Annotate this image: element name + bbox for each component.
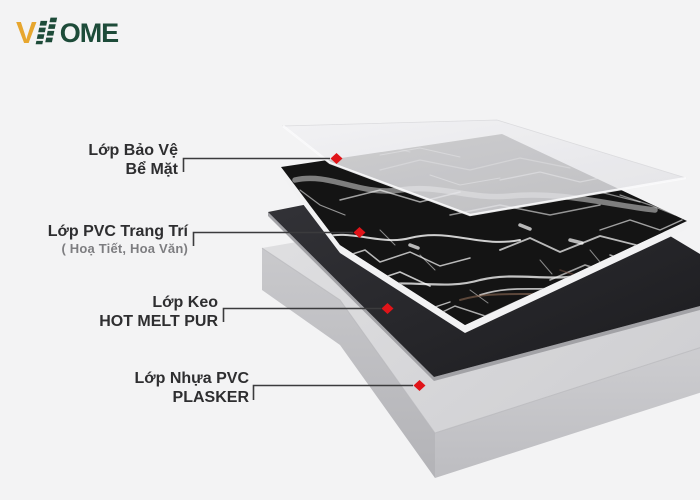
base-top-edge-line <box>261 247 700 434</box>
label-glue-layer: Lớp Keo HOT MELT PUR <box>99 293 218 331</box>
leader-line-protective <box>182 157 330 172</box>
layer-marker-core <box>413 380 426 391</box>
label-protective-line2: Bể Mặt <box>125 161 178 179</box>
leader-line-glue <box>222 307 381 322</box>
label-protective-layer: Lớp Bảo Vệ Bể Mặt <box>88 141 178 179</box>
leader-line-core <box>252 384 413 400</box>
label-decor-line2: ( Hoạ Tiết, Hoa Văn) <box>61 241 188 257</box>
label-protective-line1: Lớp Bảo Vệ <box>88 142 178 159</box>
layer-marker-decor <box>353 227 366 238</box>
logo-letter-v: V <box>16 14 37 50</box>
layer-marker-protective <box>330 153 343 164</box>
vhome-logo: V OME <box>16 14 120 50</box>
layer-markers <box>330 153 426 391</box>
leader-lines <box>182 157 413 400</box>
base-front-left-face <box>262 248 435 478</box>
label-core-line2: PLASKER <box>172 389 249 407</box>
base-front-right-face <box>435 347 700 478</box>
leader-line-decor <box>192 231 353 246</box>
glue-bottom-edge <box>268 212 700 381</box>
vhome-logo-h-icon <box>35 17 57 45</box>
label-decor-line1: Lớp PVC Trang Trí <box>47 223 188 240</box>
label-glue-line2: HOT MELT PUR <box>99 313 218 331</box>
layer-marker-glue <box>381 303 394 314</box>
label-glue-line1: Lớp Keo <box>152 294 218 311</box>
label-core-layer: Lớp Nhựa PVC PLASKER <box>134 369 249 407</box>
label-decor-layer: Lớp PVC Trang Trí ( Hoạ Tiết, Hoa Văn) <box>48 222 188 257</box>
layer-surface-protection-sheet <box>281 119 687 217</box>
logo-letters-ome: OME <box>59 18 120 48</box>
label-core-line1: Lớp Nhựa PVC <box>134 370 249 387</box>
sheet-front-edge-highlight <box>282 125 687 217</box>
